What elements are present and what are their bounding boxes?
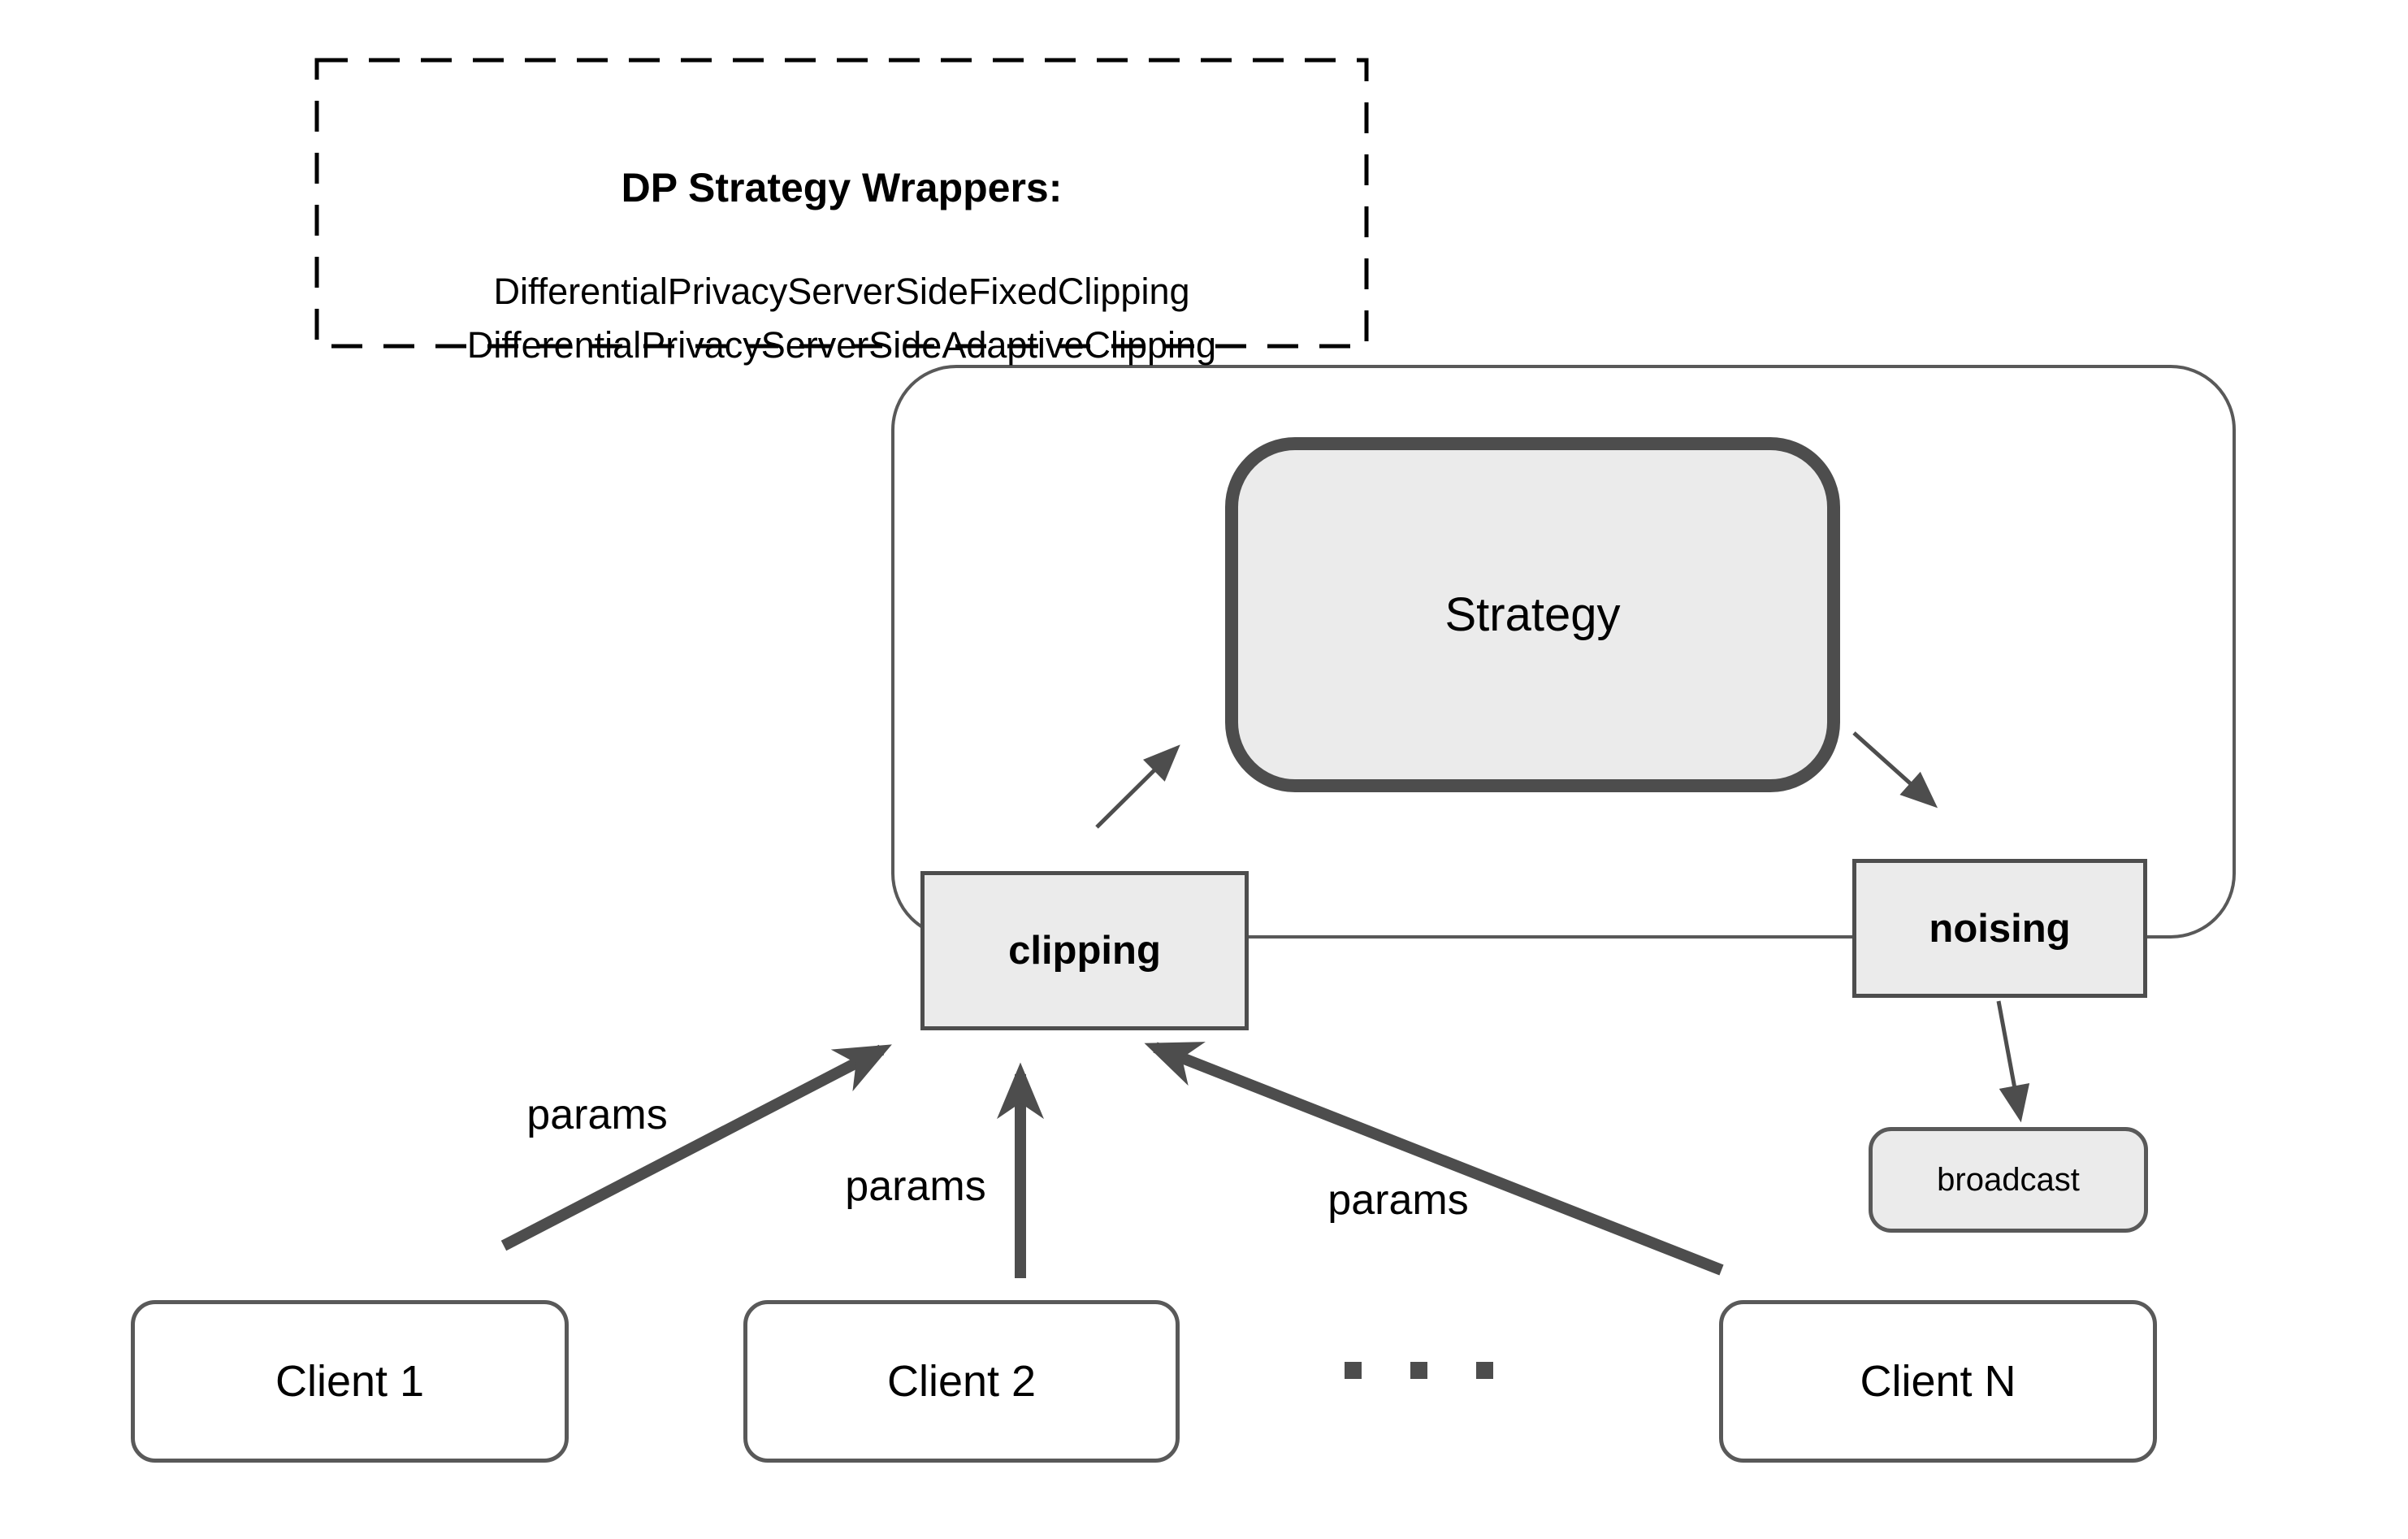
legend-box: DP Strategy Wrappers: DifferentialPrivac… bbox=[317, 60, 1366, 366]
noising-label: noising bbox=[1929, 906, 2071, 951]
clipping-box: clipping bbox=[920, 871, 1249, 1030]
ellipsis-dot bbox=[1410, 1362, 1427, 1379]
ellipsis-dots: ... bbox=[1345, 1362, 1493, 1379]
strategy-label: Strategy bbox=[1444, 588, 1621, 641]
strategy-box: Strategy bbox=[1225, 437, 1840, 792]
arrow-client1-to-clipping bbox=[500, 1044, 892, 1251]
client-N-box: Client N bbox=[1719, 1300, 2157, 1463]
ellipsis-dot bbox=[1345, 1362, 1362, 1379]
arrow-clientN-to-clipping bbox=[1144, 1042, 1724, 1276]
broadcast-box: broadcast bbox=[1869, 1127, 2148, 1233]
client-1-label: Client 1 bbox=[275, 1357, 425, 1406]
client-2-box: Client 2 bbox=[743, 1300, 1180, 1463]
broadcast-label: broadcast bbox=[1937, 1161, 2080, 1198]
client-1-box: Client 1 bbox=[131, 1300, 569, 1463]
legend-items: DifferentialPrivacyServerSideFixedClippi… bbox=[317, 265, 1366, 372]
client-N-label: Client N bbox=[1860, 1357, 2016, 1406]
params-label-clientN: params bbox=[1327, 1177, 1469, 1224]
legend-title: DP Strategy Wrappers: bbox=[621, 165, 1063, 210]
params-label-client1: params bbox=[526, 1091, 668, 1138]
clipping-label: clipping bbox=[1008, 929, 1161, 973]
legend-item-adaptive-clipping: DifferentialPrivacyServerSideAdaptiveCli… bbox=[466, 324, 1217, 366]
noising-box: noising bbox=[1852, 859, 2147, 998]
client-2-label: Client 2 bbox=[886, 1357, 1037, 1406]
legend-item-fixed-clipping: DifferentialPrivacyServerSideFixedClippi… bbox=[493, 271, 1190, 312]
params-label-client2: params bbox=[845, 1163, 986, 1210]
arrow-noising-to-broadcast bbox=[1996, 1000, 2030, 1123]
server-boundary-box bbox=[891, 365, 2236, 939]
ellipsis-dot bbox=[1476, 1362, 1493, 1379]
